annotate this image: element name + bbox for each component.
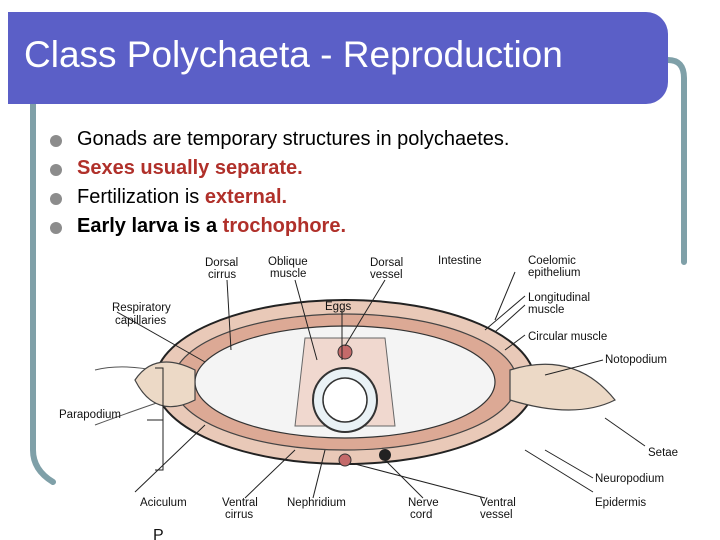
bullet-text: Early larva is a — [77, 215, 223, 237]
svg-text:Dorsal: Dorsal — [205, 257, 238, 269]
svg-text:vessel: vessel — [480, 509, 513, 521]
label-circular-muscle: Circular muscle — [528, 331, 607, 343]
title-bar — [8, 12, 668, 104]
label-respiratory-capillaries: Respiratory — [112, 302, 171, 314]
label-dorsal-cirrus-2: cirrus — [208, 269, 236, 281]
bullet-list: Gonads are temporary structures in polyc… — [50, 125, 509, 241]
label-coelomic-epithelium-2: epithelium — [528, 267, 580, 279]
svg-text:muscle: muscle — [270, 268, 306, 280]
label-fragment: P — [153, 527, 164, 540]
svg-text:vessel: vessel — [370, 269, 403, 281]
label-intestine: Intestine — [438, 255, 481, 267]
leader-lines — [116, 271, 646, 499]
svg-text:cirrus: cirrus — [225, 509, 253, 521]
body-section — [94, 299, 616, 467]
svg-text:Dorsal: Dorsal — [370, 257, 403, 269]
label-nephridium: Nephridium — [287, 497, 346, 509]
bullet-item: Gonads are temporary structures in polyc… — [50, 125, 509, 154]
bullet-dot-icon — [50, 193, 62, 205]
bullet-text: Gonads are temporary structures in polyc… — [77, 128, 510, 150]
label-notopodium: Notopodium — [605, 354, 667, 366]
label-dorsal-cirrus: Dorsal — [205, 257, 238, 269]
svg-text:Coelomic: Coelomic — [528, 255, 576, 267]
svg-text:Longitudinal: Longitudinal — [528, 292, 590, 304]
bullet-text: Fertilization is — [77, 186, 205, 208]
bullet-item: Early larva is a trochophore. — [50, 212, 509, 241]
svg-text:Ventral: Ventral — [480, 497, 516, 509]
svg-text:muscle: muscle — [528, 304, 564, 316]
bullet-text: trochophore. — [222, 215, 347, 237]
label-oblique-muscle: Oblique — [268, 256, 308, 268]
label-dorsal-vessel-2: vessel — [370, 269, 403, 281]
bullet-dot-icon — [50, 135, 62, 147]
svg-text:epithelium: epithelium — [528, 267, 580, 279]
bullet-dot-icon — [50, 164, 62, 176]
polychaete-cross-section-diagram: Dorsal cirrus Oblique muscle Dorsal vess… — [59, 255, 678, 540]
label-longitudinal-muscle-2: muscle — [528, 304, 564, 316]
bullet-item: Sexes usually separate. — [50, 154, 509, 183]
label-eggs: Eggs — [325, 301, 351, 313]
label-setae: Setae — [648, 447, 678, 459]
label-parapodium: Parapodium — [59, 409, 121, 421]
bullet-item: Fertilization is external. — [50, 183, 509, 212]
label-nerve-cord: Nerve — [408, 497, 439, 509]
svg-text:Nerve: Nerve — [408, 497, 439, 509]
svg-text:cirrus: cirrus — [208, 269, 236, 281]
bullet-dot-icon — [50, 222, 62, 234]
svg-text:capillaries: capillaries — [115, 315, 166, 327]
label-ventral-cirrus-2: cirrus — [225, 509, 253, 521]
label-epidermis: Epidermis — [595, 497, 646, 509]
bullet-text: external. — [204, 186, 288, 208]
label-ventral-vessel: Ventral — [480, 497, 516, 509]
label-longitudinal-muscle: Longitudinal — [528, 292, 590, 304]
svg-text:Oblique: Oblique — [268, 256, 308, 268]
label-neuropodium: Neuropodium — [595, 473, 664, 485]
label-ventral-cirrus: Ventral — [222, 497, 258, 509]
label-ventral-vessel-2: vessel — [480, 509, 513, 521]
label-aciculum: Aciculum — [140, 497, 187, 509]
svg-text:Ventral: Ventral — [222, 497, 258, 509]
label-oblique-muscle-2: muscle — [270, 268, 306, 280]
svg-text:Respiratory: Respiratory — [112, 302, 171, 314]
slide-title: Class Polychaeta - Reproduction — [24, 34, 563, 75]
label-dorsal-vessel: Dorsal — [370, 257, 403, 269]
label-respiratory-capillaries-2: capillaries — [115, 315, 166, 327]
label-nerve-cord-2: cord — [410, 509, 432, 521]
diagram-labels: Dorsal cirrus Oblique muscle Dorsal vess… — [59, 255, 678, 540]
label-coelomic-epithelium: Coelomic — [528, 255, 576, 267]
svg-text:cord: cord — [410, 509, 432, 521]
bullet-text: Sexes usually separate. — [77, 157, 303, 179]
